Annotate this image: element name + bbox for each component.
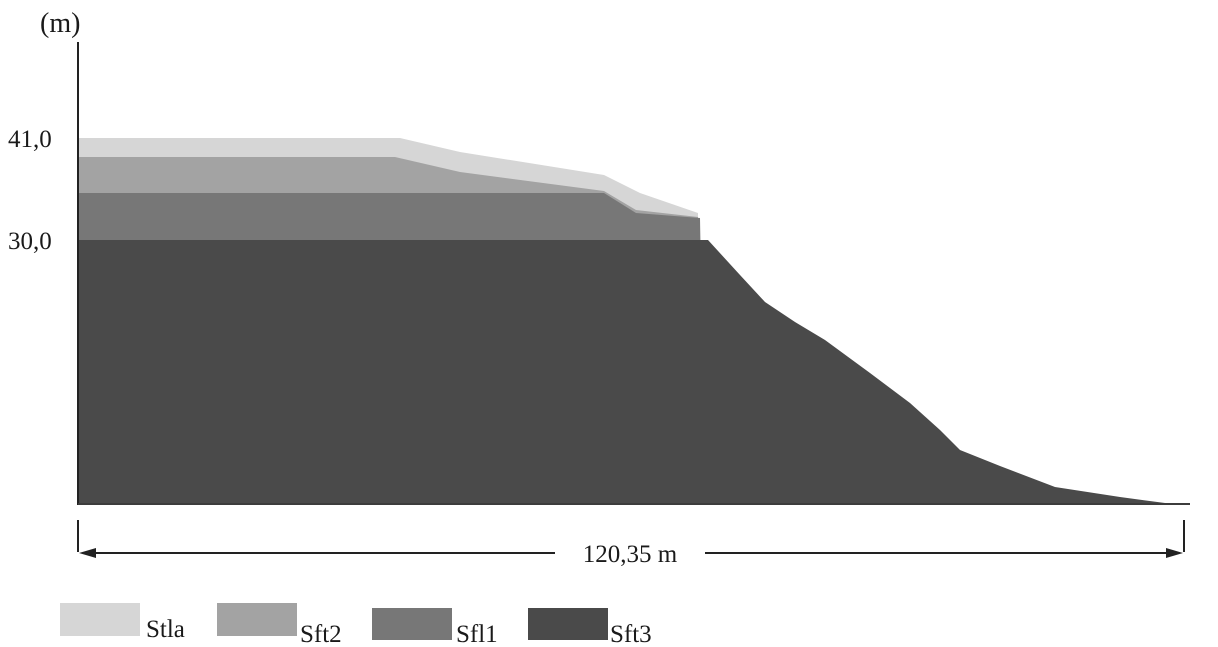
legend-swatch-sft2 <box>217 603 297 636</box>
dimension-arrow-left <box>79 548 96 558</box>
legend-label-stla: Stla <box>146 616 185 643</box>
legend-label-sft2: Sft2 <box>300 621 342 647</box>
y-tick-label-30: 30,0 <box>8 228 52 255</box>
layer-sft3-area <box>79 240 1188 505</box>
legend-label-sft3: Sft3 <box>610 621 652 647</box>
dimension-label: 120,35 m <box>583 541 678 568</box>
legend-swatch-sft3 <box>528 608 608 640</box>
y-axis-unit-label: (m) <box>40 8 80 39</box>
legend-swatch-sfl1 <box>372 608 452 640</box>
legend-label-sfl1: Sfl1 <box>456 621 498 647</box>
legend: Stla Sft2 Sfl1 Sft3 <box>60 603 652 647</box>
dimension-arrow-right <box>1166 548 1183 558</box>
legend-swatch-stla <box>60 603 140 636</box>
y-tick-label-41: 41,0 <box>8 126 52 153</box>
